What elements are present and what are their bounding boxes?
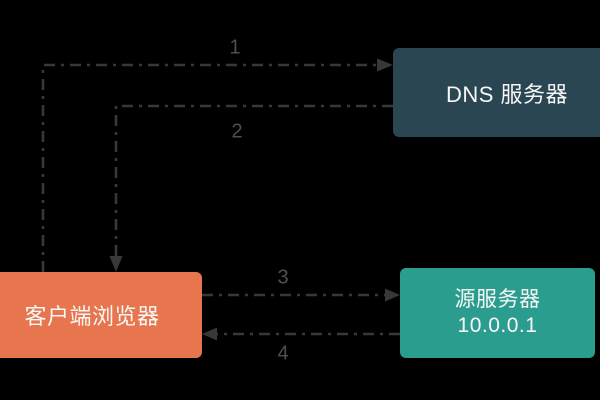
step-1-label: 1 <box>229 36 241 59</box>
arrow-step1-head-icon <box>377 58 393 72</box>
node-dns-server-label: DNS 服务器 <box>445 81 569 107</box>
node-client-browser-label: 客户端浏览器 <box>24 304 160 329</box>
node-origin-server-name: 源服务器 <box>454 288 541 311</box>
step-4-label: 4 <box>277 342 289 365</box>
arrow-step4-head-icon <box>202 327 217 341</box>
arrow-step1-line <box>41 63 378 272</box>
arrow-step4 <box>202 327 400 341</box>
arrow-step3-head-icon <box>385 288 400 302</box>
arrow-step2-line <box>114 104 393 257</box>
arrow-step2 <box>109 104 393 272</box>
step-3-label: 3 <box>277 266 289 289</box>
node-origin-server-ip: 10.0.0.1 <box>457 314 538 337</box>
node-origin-server: 源服务器 10.0.0.1 <box>400 268 595 358</box>
node-dns-server: DNS 服务器 <box>393 48 600 137</box>
arrow-step1 <box>41 58 393 272</box>
arrow-step2-head-icon <box>109 256 123 272</box>
arrow-step3 <box>202 288 400 302</box>
step-2-label: 2 <box>231 120 243 143</box>
node-client-browser: 客户端浏览器 <box>0 272 202 358</box>
